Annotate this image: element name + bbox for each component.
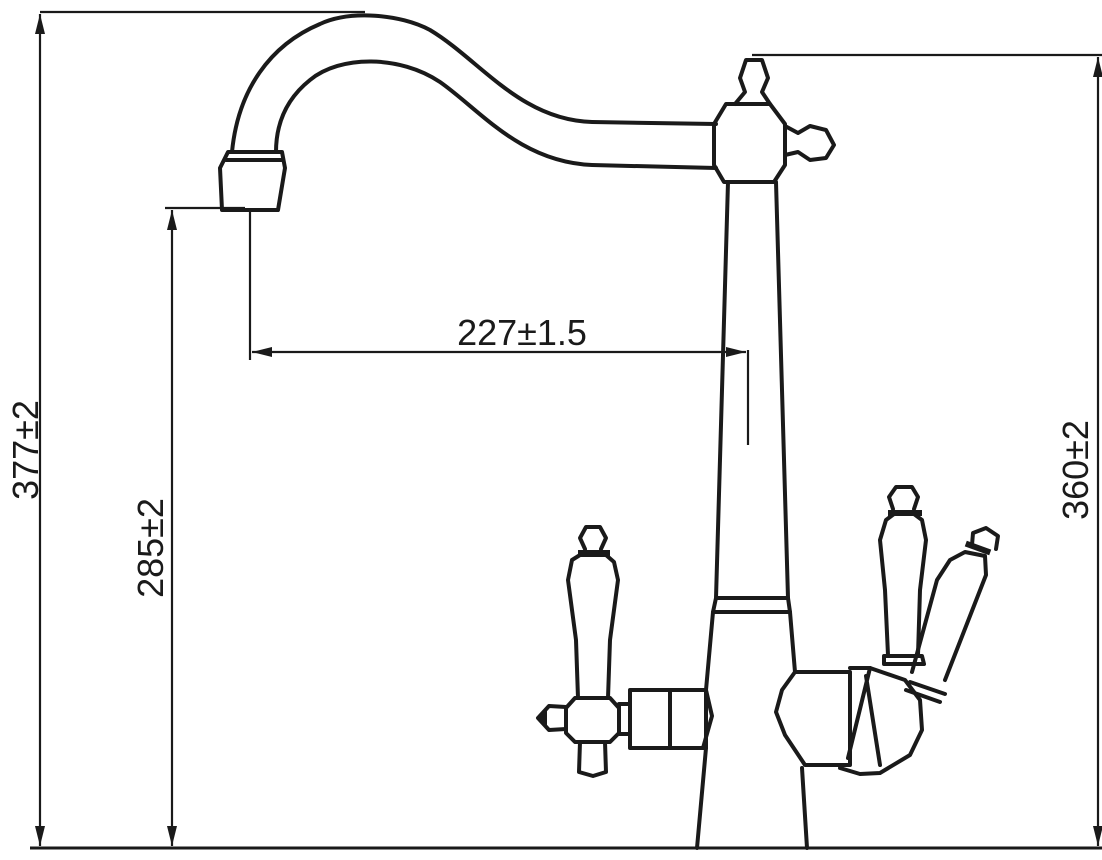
faucet-outline bbox=[218, 13, 1000, 850]
left-valve bbox=[536, 525, 714, 778]
aerator bbox=[218, 150, 287, 212]
body bbox=[695, 610, 809, 850]
dimension-spout-reach: 227±1.5 bbox=[248, 212, 750, 445]
top-hub bbox=[712, 102, 787, 184]
dimension-spout-height: 285±2 bbox=[130, 206, 245, 846]
spout-reach-label: 227±1.5 bbox=[457, 312, 587, 353]
total-height-label: 377±2 bbox=[5, 400, 46, 500]
dimension-total-height: 377±2 bbox=[5, 10, 365, 846]
column bbox=[714, 180, 790, 600]
dimension-body-height: 360±2 bbox=[752, 53, 1102, 846]
right-valve bbox=[774, 485, 1000, 776]
spout-height-label: 285±2 bbox=[130, 498, 171, 598]
spout bbox=[230, 13, 718, 154]
body-height-label: 360±2 bbox=[1055, 420, 1096, 520]
